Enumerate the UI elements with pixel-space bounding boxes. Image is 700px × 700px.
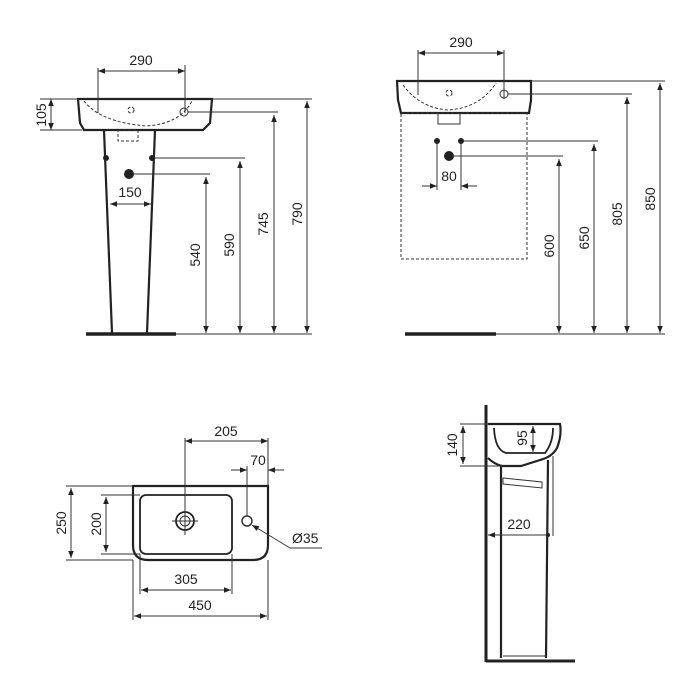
front-view-wall: 290 80 600 650 805 850 <box>395 34 665 336</box>
dim-h-waste: 540 <box>187 243 203 267</box>
dim-tap-offset: 70 <box>250 452 266 468</box>
dim-bowl-depth: 200 <box>88 512 104 536</box>
dim-bowl-depth: 95 <box>514 430 530 446</box>
dim-tap-hole: Ø35 <box>292 530 319 546</box>
waste-hidden <box>117 129 139 142</box>
pedestal-right <box>145 129 157 334</box>
basin-outline <box>131 484 270 562</box>
dim-h-rim: 790 <box>289 202 305 226</box>
dim-supply-spacing: 80 <box>441 168 457 184</box>
dim-waste-spacing: 150 <box>118 184 142 200</box>
bowl-hidden-line <box>83 100 193 127</box>
dim-h-tap: 805 <box>609 202 625 226</box>
side-view: 140 95 220 <box>444 405 575 663</box>
dim-h-supply: 650 <box>576 226 592 250</box>
basin-outline <box>395 79 533 115</box>
dim-depth: 250 <box>53 511 69 535</box>
dim-width-taps: 290 <box>449 34 473 50</box>
dim-basin-height: 105 <box>33 103 49 127</box>
dim-h-supply: 590 <box>221 233 237 257</box>
dim-width-taps: 290 <box>129 52 153 68</box>
dim-h-waste: 600 <box>541 234 557 258</box>
plan-view: 205 70 250 200 Ø35 305 450 <box>53 423 322 620</box>
dim-basin-height: 140 <box>444 433 460 457</box>
pedestal-left <box>102 129 114 334</box>
dim-width: 450 <box>188 597 212 613</box>
dim-h-rim: 850 <box>642 187 658 211</box>
cabinet-hidden <box>400 112 528 260</box>
dim-h-tap: 745 <box>255 212 271 236</box>
dim-overflow-offset: 205 <box>214 423 238 439</box>
dim-projection: 220 <box>507 516 531 532</box>
dim-bowl-width: 305 <box>174 571 198 587</box>
bowl-outline <box>139 494 233 555</box>
front-view-pedestal: 290 105 150 540 590 745 790 <box>33 52 312 336</box>
